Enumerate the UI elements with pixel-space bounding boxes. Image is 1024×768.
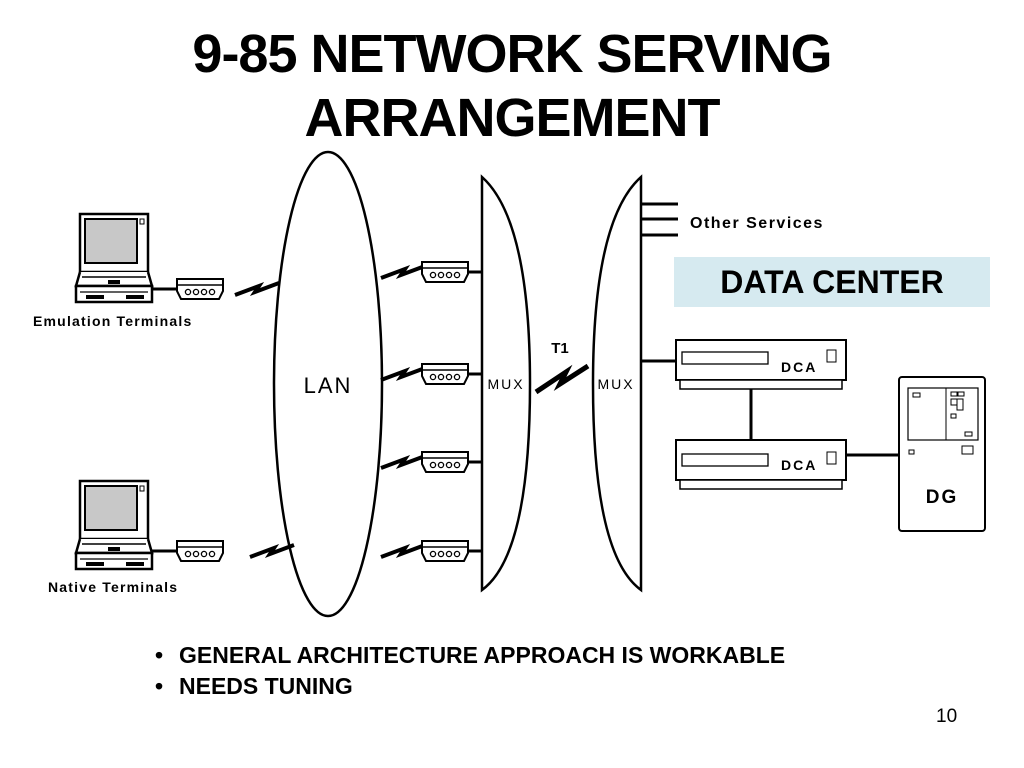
laptop-icon <box>74 479 154 571</box>
modem-icon <box>421 540 469 562</box>
dca-bottom-unit <box>675 439 847 490</box>
bullet-item-2: NEEDS TUNING <box>155 671 785 702</box>
dg-label: DG <box>926 487 959 508</box>
modem-icon <box>176 540 224 562</box>
wireless-bolt-icon <box>379 264 427 280</box>
bullet-item-1: GENERAL ARCHITECTURE APPROACH IS WORKABL… <box>155 640 785 671</box>
lan-mux-link-2 <box>379 363 482 385</box>
lan-label: LAN <box>304 373 353 398</box>
mux-left-shape <box>480 174 532 593</box>
title-line-2: ARRANGEMENT <box>304 88 721 148</box>
modem-icon <box>421 261 469 283</box>
wireless-bolt-icon <box>233 281 281 297</box>
t1-label: T1 <box>551 340 569 357</box>
page-number: 10 <box>936 706 958 727</box>
wireless-bolt-icon <box>379 543 427 559</box>
bullet-list: GENERAL ARCHITECTURE APPROACH IS WORKABL… <box>155 640 785 702</box>
dca-bottom-label: DCA <box>781 457 817 473</box>
title-line-1: 9-85 NETWORK SERVING <box>192 24 832 84</box>
native-terminal <box>74 479 296 571</box>
slide-title: 9-85 NETWORK SERVING ARRANGEMENT <box>0 22 1024 150</box>
mux-left-label: MUX <box>487 376 524 392</box>
data-center-label: DATA CENTER <box>720 264 944 300</box>
emulation-terminals-label: Emulation Terminals <box>33 313 192 329</box>
wireless-bolt-icon <box>248 543 296 559</box>
lan-ellipse <box>272 150 384 618</box>
native-terminals-label: Native Terminals <box>48 579 178 595</box>
dca-top-unit <box>675 339 847 390</box>
laptop-icon <box>74 212 154 304</box>
modem-icon <box>176 278 224 300</box>
modem-icon <box>421 363 469 385</box>
wireless-bolt-icon <box>379 366 427 382</box>
other-services-lines <box>641 202 678 237</box>
emulation-terminal <box>74 212 281 304</box>
lan-mux-link-4 <box>379 540 482 562</box>
modem-icon <box>421 451 469 473</box>
dca-top-label: DCA <box>781 359 817 375</box>
data-center-box <box>674 257 990 307</box>
other-services-label: Other Services <box>690 215 824 232</box>
wireless-bolt-icon <box>379 454 427 470</box>
mux-right-shape <box>591 174 643 593</box>
t1-link-icon <box>534 363 590 395</box>
lan-mux-link-1 <box>379 261 482 283</box>
lan-mux-link-3 <box>379 451 482 473</box>
mux-right-label: MUX <box>597 376 634 392</box>
dg-unit <box>898 376 986 532</box>
